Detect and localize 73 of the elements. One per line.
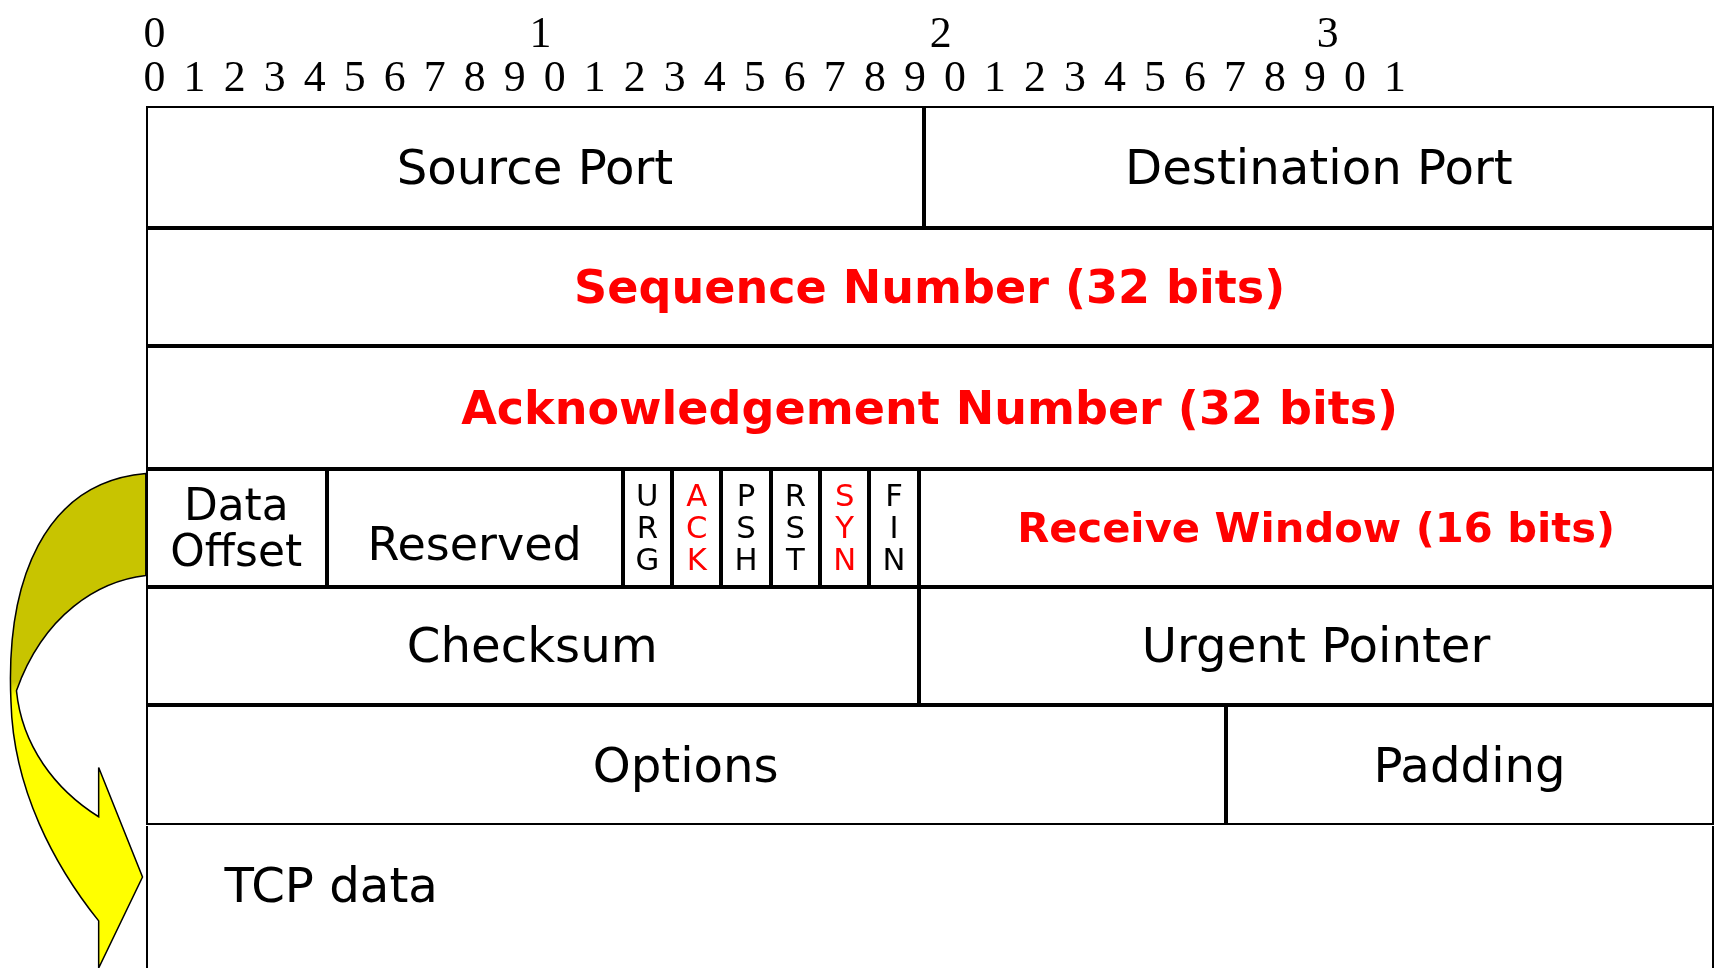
header-field bbox=[145, 469, 327, 587]
field-label: Source Port bbox=[396, 141, 674, 193]
flag-label: RST bbox=[783, 479, 807, 577]
flag-field bbox=[622, 469, 672, 587]
bit-number: 3 bbox=[1316, 10, 1339, 55]
bit-number: 5 bbox=[343, 54, 366, 99]
field-label: Sequence Number (32 bits) bbox=[574, 263, 1286, 312]
bit-number: 7 bbox=[823, 54, 846, 99]
header-field bbox=[145, 228, 1714, 347]
bit-number: 1 bbox=[1384, 54, 1406, 99]
bit-number: 1 bbox=[983, 54, 1006, 99]
bit-number: 1 bbox=[183, 54, 206, 99]
bit-number: 0 bbox=[943, 54, 966, 99]
bit-number: 6 bbox=[783, 54, 806, 99]
field-label: Reserved bbox=[367, 520, 582, 569]
bit-number: 8 bbox=[863, 54, 886, 99]
header-field bbox=[145, 346, 1714, 470]
bit-number: 3 bbox=[263, 54, 286, 99]
bit-number: 1 bbox=[583, 54, 606, 99]
flag-field bbox=[820, 469, 870, 587]
bit-number: 8 bbox=[463, 54, 486, 99]
bit-number: 6 bbox=[383, 54, 406, 99]
bit-number: 7 bbox=[423, 54, 446, 99]
header-field bbox=[1225, 704, 1714, 826]
header-field bbox=[924, 106, 1714, 228]
field-label: Options bbox=[592, 739, 779, 791]
field-label: Receive Window (16 bits) bbox=[1017, 506, 1616, 550]
bit-number: 5 bbox=[1144, 54, 1166, 99]
flag-field bbox=[721, 469, 771, 587]
bit-number: 0 bbox=[143, 54, 166, 99]
flag-field bbox=[672, 469, 722, 587]
flag-field bbox=[869, 469, 919, 587]
field-label: Urgent Pointer bbox=[1141, 620, 1491, 672]
bit-number: 8 bbox=[1264, 54, 1286, 99]
field-label: Destination Port bbox=[1125, 141, 1513, 193]
flag-label: FIN bbox=[881, 479, 907, 577]
field-label: Acknowledgement Number (32 bits) bbox=[461, 383, 1399, 432]
bit-number: 0 bbox=[543, 54, 566, 99]
bit-number: 2 bbox=[1023, 54, 1046, 99]
flag-label: SYN bbox=[832, 479, 857, 577]
bit-number: 0 bbox=[1344, 54, 1366, 99]
field-label: TCP data bbox=[224, 860, 438, 912]
bit-number: 3 bbox=[1063, 54, 1086, 99]
bit-number: 2 bbox=[929, 10, 952, 55]
bit-number: 6 bbox=[1184, 54, 1206, 99]
bit-number: 9 bbox=[903, 54, 926, 99]
bit-number: 4 bbox=[1104, 54, 1126, 99]
field-label: Padding bbox=[1373, 739, 1566, 791]
header-field bbox=[918, 469, 1714, 587]
curved-arrow bbox=[9, 472, 147, 968]
flag-label: URG bbox=[635, 479, 660, 577]
header-field bbox=[145, 586, 919, 705]
bit-number: 2 bbox=[623, 54, 646, 99]
bit-number: 4 bbox=[703, 54, 726, 99]
bit-number: 9 bbox=[503, 54, 526, 99]
header-field bbox=[326, 469, 623, 587]
header-field bbox=[145, 106, 925, 228]
field-label: Checksum bbox=[406, 620, 658, 672]
flag-label: ACK bbox=[684, 479, 709, 577]
bit-number: 5 bbox=[743, 54, 766, 99]
bit-number: 9 bbox=[1304, 54, 1326, 99]
header-field bbox=[918, 586, 1714, 705]
flag-label: PSH bbox=[733, 479, 759, 577]
bit-number: 1 bbox=[529, 10, 552, 55]
field-label: Data Offset bbox=[169, 481, 304, 574]
bit-number: 7 bbox=[1224, 54, 1246, 99]
bit-number: 0 bbox=[143, 10, 166, 55]
bit-number: 3 bbox=[663, 54, 686, 99]
flag-field bbox=[770, 469, 820, 587]
header-field bbox=[145, 704, 1226, 826]
bit-number: 4 bbox=[303, 54, 326, 99]
header-field bbox=[145, 825, 1714, 968]
bit-number: 2 bbox=[223, 54, 246, 99]
